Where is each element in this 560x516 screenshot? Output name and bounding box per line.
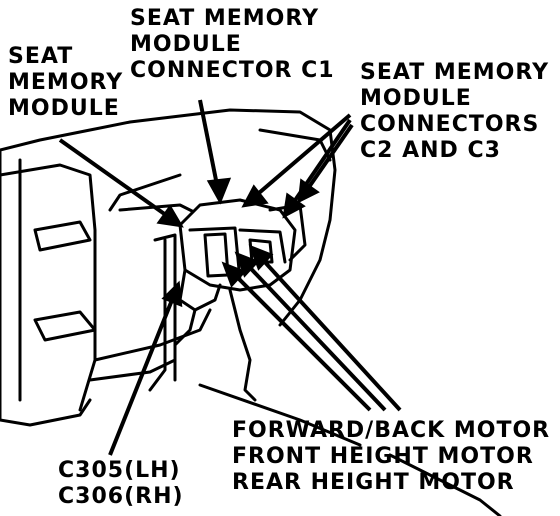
label-line: SEAT MEMORY (130, 6, 320, 31)
label-c305-c306: C305(LH) C306(RH) (58, 458, 184, 510)
arrow-c2 (241, 113, 352, 208)
label-motors: FORWARD/BACK MOTOR FRONT HEIGHT MOTOR RE… (232, 418, 550, 496)
label-line: FORWARD/BACK MOTOR (232, 418, 551, 443)
label-connectors-c2-c3: SEAT MEMORY MODULE CONNECTORS C2 AND C3 (360, 60, 549, 164)
arrow-rear-height-motor (248, 244, 402, 412)
arrow-c3 (282, 118, 352, 219)
label-line: SEAT (8, 44, 74, 69)
label-connector-c1: SEAT MEMORY MODULE CONNECTOR C1 (130, 6, 335, 84)
label-seat-memory-module: SEAT MEMORY MODULE (8, 44, 123, 122)
arrow-forward-back-motor (221, 261, 372, 412)
label-line: MODULE (8, 96, 120, 121)
label-line: FRONT HEIGHT MOTOR (232, 444, 534, 469)
arrow-front-height-motor (234, 251, 387, 412)
label-line: MODULE (360, 86, 472, 111)
arrow-c305-c306 (108, 280, 183, 456)
label-line: C305(LH) (58, 458, 181, 483)
label-line: C2 AND C3 (360, 138, 501, 163)
arrow-connector-c1 (198, 99, 232, 205)
label-line: MEMORY (8, 70, 124, 95)
label-line: REAR HEIGHT MOTOR (232, 470, 515, 495)
label-line: MODULE (130, 32, 242, 57)
label-line: CONNECTOR C1 (130, 58, 335, 83)
label-line: C306(RH) (58, 484, 184, 509)
label-line: CONNECTORS (360, 112, 540, 137)
label-line: SEAT MEMORY (360, 60, 550, 85)
arrow-seat-memory-module (58, 138, 184, 228)
module-assembly-drawing (173, 198, 307, 402)
arrow-c3-b (297, 123, 354, 204)
